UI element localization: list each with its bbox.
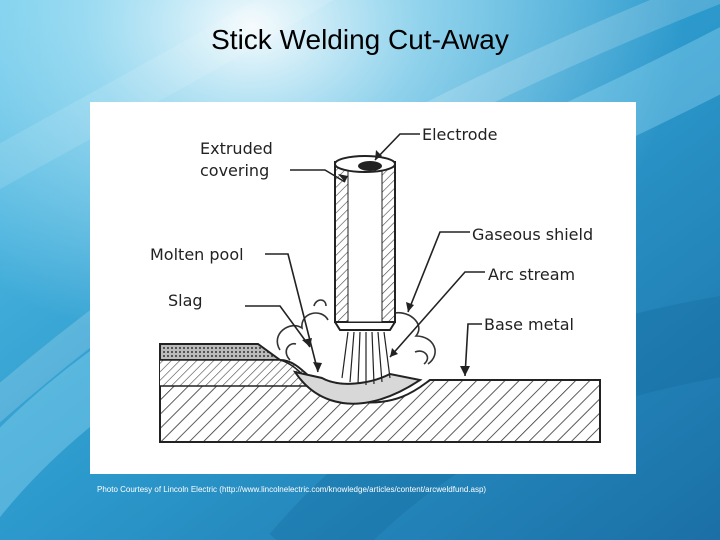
label-electrode: Electrode (422, 125, 497, 144)
label-base-metal: Base metal (484, 315, 574, 334)
welding-diagram: Extruded covering Electrode Molten pool … (90, 102, 636, 474)
photo-credit-caption: Photo Courtesy of Lincoln Electric (http… (97, 485, 697, 494)
slide-title: Stick Welding Cut-Away (0, 24, 720, 56)
label-molten-pool: Molten pool (150, 245, 244, 264)
label-gaseous-shield: Gaseous shield (472, 225, 593, 244)
label-slag: Slag (168, 291, 203, 310)
label-extruded-covering-line2: covering (200, 161, 269, 180)
label-extruded-covering-line1: Extruded (200, 139, 273, 158)
slag-layer (160, 344, 315, 386)
diagram-drawing: Extruded covering Electrode Molten pool … (90, 102, 636, 474)
label-arc-stream: Arc stream (488, 265, 575, 284)
